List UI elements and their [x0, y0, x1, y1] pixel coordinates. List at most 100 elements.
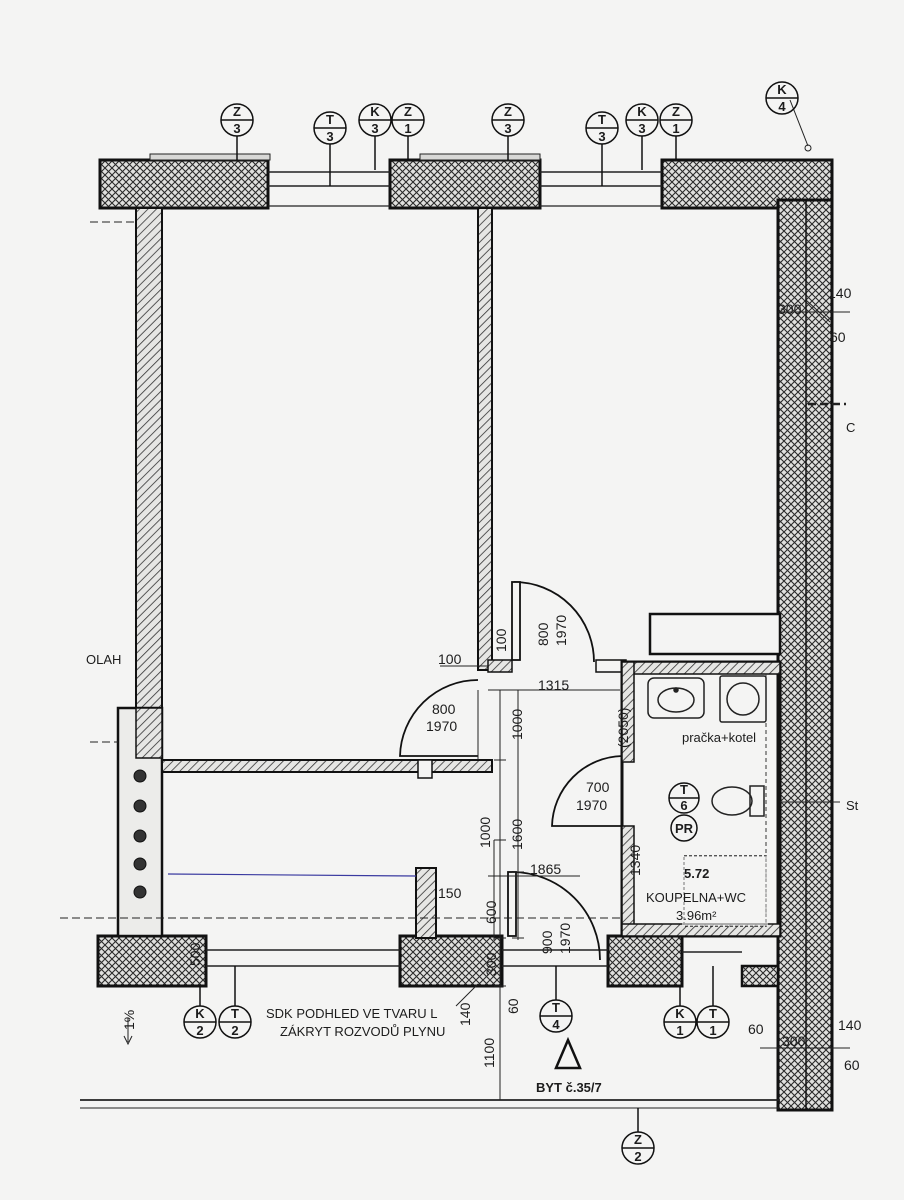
dim: (2050) — [615, 708, 631, 748]
marker-letter: T — [680, 782, 688, 797]
marker-number: 2 — [196, 1023, 203, 1038]
marker-t1: T 1 — [696, 966, 730, 1039]
dim: 1000 — [477, 817, 493, 848]
axis-c-label: C — [846, 420, 855, 435]
room-area: 3.96m² — [676, 908, 717, 923]
marker-z1-b: Z 1 — [659, 103, 693, 160]
marker-k1: K 1 — [663, 986, 697, 1039]
apartment-triangle-icon — [554, 1036, 582, 1070]
dim: 100 — [438, 651, 462, 667]
marker-letter: Z — [504, 104, 512, 119]
sdk-note-line1: SDK PODHLED VE TVARU L — [266, 1006, 437, 1021]
left-edge-label: OLAH — [86, 652, 121, 667]
gas-line — [167, 873, 417, 877]
right-wall — [776, 198, 834, 1112]
bottom-wall-mid — [398, 934, 504, 988]
marker-letter: K — [370, 104, 380, 119]
marker-number: 3 — [598, 129, 605, 144]
marker-z2: Z 2 — [621, 1108, 655, 1165]
marker-z3-a: Z 3 — [220, 103, 254, 160]
marker-number: 4 — [552, 1017, 560, 1032]
marker-letter: Z — [672, 104, 680, 119]
marker-k4: K 4 — [765, 81, 799, 115]
marker-t4: T 4 — [539, 966, 573, 1033]
outer-walls — [96, 153, 834, 1112]
marker-k3-b: K 3 — [625, 103, 659, 170]
dim: 140 — [838, 1017, 862, 1033]
dim: 150 — [438, 885, 462, 901]
axis-st-label: St — [846, 798, 859, 813]
dim: 1600 — [509, 819, 525, 850]
marker-letter: Z — [404, 104, 412, 119]
marker-letter: T — [598, 112, 606, 127]
dim: 900 — [539, 930, 555, 954]
bathroom-fixtures — [647, 675, 767, 927]
marker-letter: Z — [233, 104, 241, 119]
marker-number: 1 — [672, 121, 679, 136]
marker-letter: K — [637, 104, 647, 119]
washbasin — [647, 677, 705, 719]
marker-letter: K — [195, 1006, 205, 1021]
marker-letter: K — [675, 1006, 685, 1021]
dim: 300 — [778, 301, 802, 317]
apartment-label: BYT č.35/7 — [536, 1080, 602, 1095]
marker-letter: Z — [634, 1132, 642, 1147]
dim: 1970 — [426, 718, 457, 734]
marker-letter: T — [231, 1006, 239, 1021]
dim: 1970 — [553, 615, 569, 646]
dimension-texts: 140 300 60 100 800 1970 100 1315 800 197… — [121, 285, 862, 1073]
marker-t3-a: T 3 — [313, 111, 347, 186]
room-number: 5.72 — [684, 866, 709, 881]
dim: 1340 — [627, 845, 643, 876]
washer-boiler-label: pračka+kotel — [682, 730, 756, 745]
dim: 60 — [748, 1021, 764, 1037]
marker-k3-a: K 3 — [358, 103, 392, 170]
marker-t3-b: T 3 — [585, 111, 619, 186]
bottom-wall-right — [606, 934, 684, 988]
marker-number: 3 — [504, 121, 511, 136]
marker-sub: PR — [675, 821, 694, 836]
dim: 1970 — [557, 923, 573, 954]
dim: 140 — [828, 285, 852, 301]
bottom-axis-markers: K 2 T 2 T 4 K 1 T 1 Z 2 — [183, 782, 730, 1165]
marker-number: 1 — [709, 1023, 716, 1038]
dim: 1315 — [538, 677, 569, 693]
sdk-note-line2: ZÁKRYT ROZVODŮ PLYNU — [280, 1024, 445, 1039]
shaft-pipes — [133, 769, 147, 899]
toilet — [711, 785, 765, 817]
dim: 800 — [535, 622, 551, 646]
marker-number: 1 — [676, 1023, 683, 1038]
dim: 1% — [121, 1010, 137, 1030]
door-swings — [399, 581, 623, 961]
marker-number: 2 — [634, 1149, 641, 1164]
dim: 700 — [586, 779, 610, 795]
room-name: KOUPELNA+WC — [646, 890, 746, 905]
marker-z1-a: Z 1 — [391, 103, 425, 160]
plan-labels: SDK PODHLED VE TVARU L ZÁKRYT ROZVODŮ PL… — [86, 420, 859, 1095]
dim: 60 — [844, 1057, 860, 1073]
dim: 1100 — [481, 1038, 497, 1068]
marker-number: 3 — [371, 121, 378, 136]
dim: 140 — [457, 1002, 473, 1026]
interior-walls — [116, 207, 782, 939]
dim: 800 — [432, 701, 456, 717]
marker-number: 6 — [680, 798, 687, 813]
marker-t2: T 2 — [218, 966, 252, 1039]
marker-number: 1 — [404, 121, 411, 136]
dim: 60 — [505, 998, 521, 1014]
dim: 300 — [782, 1033, 806, 1049]
marker-k2: K 2 — [183, 986, 217, 1039]
bottom-wall-left — [96, 934, 208, 988]
marker-number: 4 — [778, 99, 786, 114]
dim: 1000 — [509, 709, 525, 740]
marker-letter: T — [326, 112, 334, 127]
dim: 500 — [187, 942, 203, 966]
dimension-lines — [60, 99, 850, 1109]
dim: 1865 — [530, 861, 561, 877]
marker-number: 3 — [233, 121, 240, 136]
top-wall-mid — [388, 158, 542, 210]
marker-t6-pr: T 6 PR — [668, 782, 700, 842]
marker-letter: T — [552, 1000, 560, 1015]
top-wall-right — [660, 158, 834, 210]
